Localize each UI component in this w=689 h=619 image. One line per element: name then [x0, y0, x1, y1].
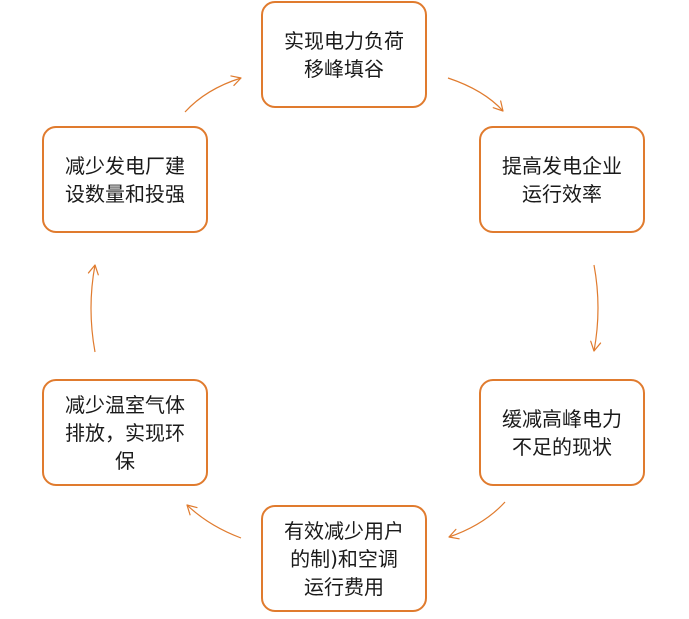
arrow-n2-to-n3: [590, 264, 602, 352]
node-peak-shortage-relief: 缓减高峰电力 不足的现状: [479, 379, 645, 486]
arrow-n4-to-n5: [186, 504, 242, 539]
arrow-n6-to-n1: [184, 75, 242, 113]
arrow-n3-to-n4: [448, 501, 506, 540]
node-user-cost-reduction: 有效减少用户 的制)和空调 运行费用: [261, 505, 427, 612]
arrow-n1-to-n2: [447, 77, 504, 112]
node-emission-reduction: 减少温室气体 排放，实现环 保: [42, 379, 208, 486]
node-plant-investment-reduction: 减少发电厂建 设数量和投强: [42, 126, 208, 233]
node-generation-efficiency: 提高发电企业 运行效率: [479, 126, 645, 233]
node-load-shifting: 实现电力负荷 移峰填谷: [261, 1, 427, 108]
arrow-n5-to-n6: [87, 264, 99, 353]
